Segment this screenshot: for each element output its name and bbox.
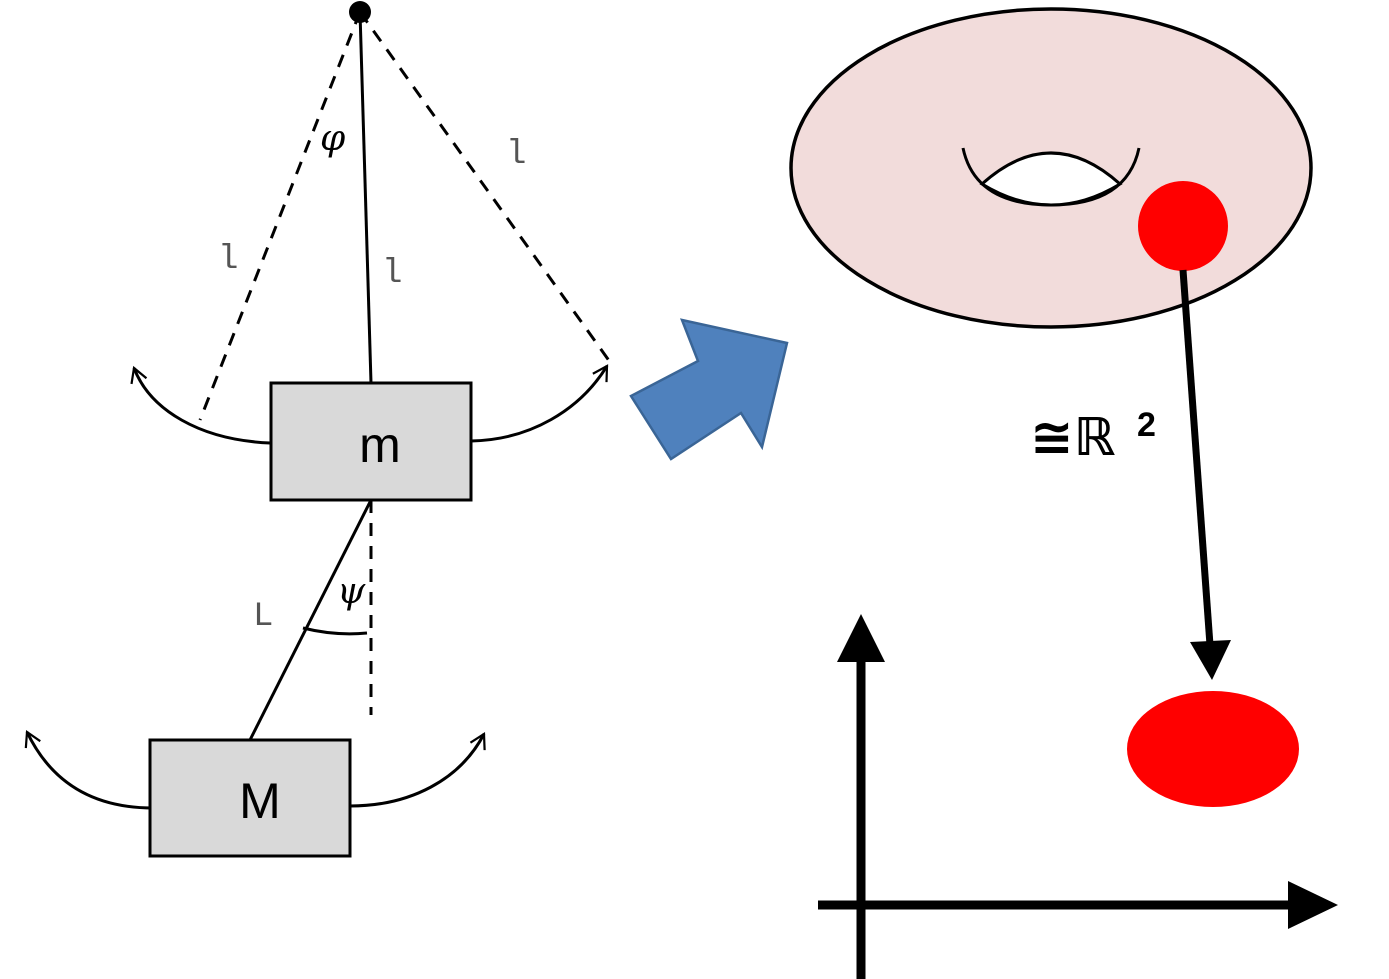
rod-length-left-label: l — [218, 241, 238, 279]
upper-left-swing-arrow — [130, 365, 271, 445]
torus-hole-upper-curve — [961, 147, 1141, 207]
lower-left-swing-arrow — [24, 730, 154, 810]
double-pendulum: m M φ ψ l l l L — [24, 1, 612, 858]
lower-rod — [248, 499, 373, 741]
upper-mass-box — [269, 381, 473, 502]
right-extreme-rod — [358, 11, 612, 363]
upper-rod — [358, 11, 373, 384]
plane-point — [1127, 691, 1299, 807]
upper-mass-label: m — [359, 417, 401, 473]
left-extreme-rod — [198, 11, 362, 421]
torus-point — [1138, 181, 1228, 271]
configuration-space: ≅ℝ 2 — [789, 7, 1338, 979]
mapping-arrow-shaft — [1179, 269, 1214, 646]
isomorphism-exponent: 2 — [1137, 406, 1156, 444]
lower-mass-label: M — [239, 773, 281, 829]
lower-rod-length-label: L — [253, 598, 273, 636]
block-arrow-icon — [629, 318, 789, 461]
upper-right-swing-arrow — [470, 364, 609, 443]
rod-length-center-label: l — [382, 255, 402, 293]
y-axis-arrowhead — [837, 614, 885, 662]
isomorphism-symbol: ≅ℝ — [1030, 408, 1116, 468]
psi-angle-label: ψ — [337, 571, 366, 612]
lower-right-swing-arrow — [349, 732, 486, 808]
lower-mass-box — [148, 738, 352, 858]
x-axis-arrowhead — [1288, 881, 1338, 929]
isomorphism-label: ≅ℝ — [1030, 408, 1116, 468]
phi-angle-label: φ — [320, 118, 346, 159]
psi-angle-arc — [302, 626, 368, 636]
rod-length-right-label: l — [506, 136, 526, 174]
mapping-arrow-head — [1190, 640, 1231, 680]
